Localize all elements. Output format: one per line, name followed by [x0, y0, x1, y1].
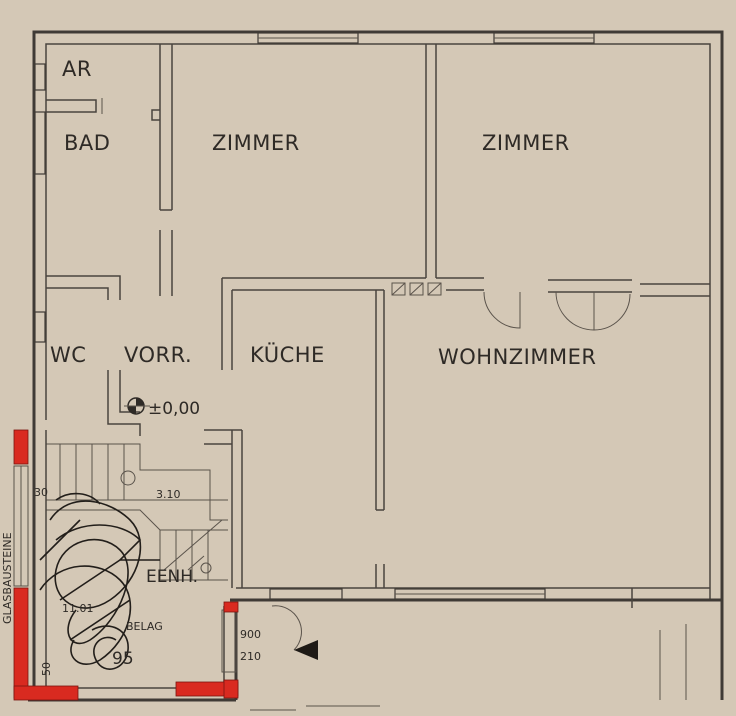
exterior-walls [32, 30, 724, 700]
glass-block-strip [13, 465, 29, 587]
stair-dimension: 3.10 [156, 488, 181, 501]
glass-block-label: GLASBAUSTEINE [1, 532, 14, 624]
room-label-zimmer-1: ZIMMER [212, 131, 300, 155]
highlighted-walls [13, 429, 239, 701]
staircase [46, 443, 228, 581]
red-wall-corner [223, 679, 239, 699]
entrance-arrow-icon [294, 640, 318, 660]
red-wall-top-left [13, 429, 29, 465]
room-label-vorr: VORR. [124, 343, 192, 367]
room-label-zimmer-2: ZIMMER [482, 131, 570, 155]
interior-walls [46, 44, 710, 608]
room-label-kueche: KÜCHE [250, 342, 325, 367]
door-swing-entry [271, 605, 302, 651]
exterior-details [250, 624, 687, 711]
scribbled-text-1: 11.01 [62, 602, 94, 615]
door-width: 900 [240, 628, 261, 641]
dimension-50: 50 [40, 662, 53, 676]
room-label-bad: BAD [64, 131, 110, 155]
red-wall-bottom-left [13, 685, 79, 701]
room-label-wc: WC [50, 343, 86, 367]
room-labels: AR BAD ZIMMER ZIMMER WC VORR. KÜCHE WOHN… [50, 57, 596, 587]
window-left-wc [34, 311, 46, 343]
scribbled-text-2: BELAG [126, 620, 163, 633]
door-swing-right [555, 291, 631, 331]
window-bottom-kitchen [269, 588, 343, 600]
room-label-eingang: EENH. [146, 567, 198, 587]
level-marker [124, 397, 150, 415]
door-swing-left [483, 291, 521, 329]
annotations: ±0,00 3.10 30 50 900 210 GLASBAUSTEINE 1… [1, 399, 261, 676]
room-label-ar: AR [62, 57, 92, 81]
level-value: ±0,00 [148, 399, 200, 419]
windows [34, 32, 595, 600]
doors [271, 291, 631, 651]
window-left-bad [34, 111, 46, 175]
dimension-30: 30 [34, 486, 48, 499]
red-wall-left [13, 587, 29, 699]
red-wall-post [223, 601, 239, 613]
door-height: 210 [240, 650, 261, 663]
room-label-wohnzimmer: WOHNZIMMER [438, 345, 596, 369]
window-left-ar [34, 63, 46, 91]
scribble-marks [39, 492, 160, 670]
scribbled-text-3: 95 [112, 649, 134, 669]
